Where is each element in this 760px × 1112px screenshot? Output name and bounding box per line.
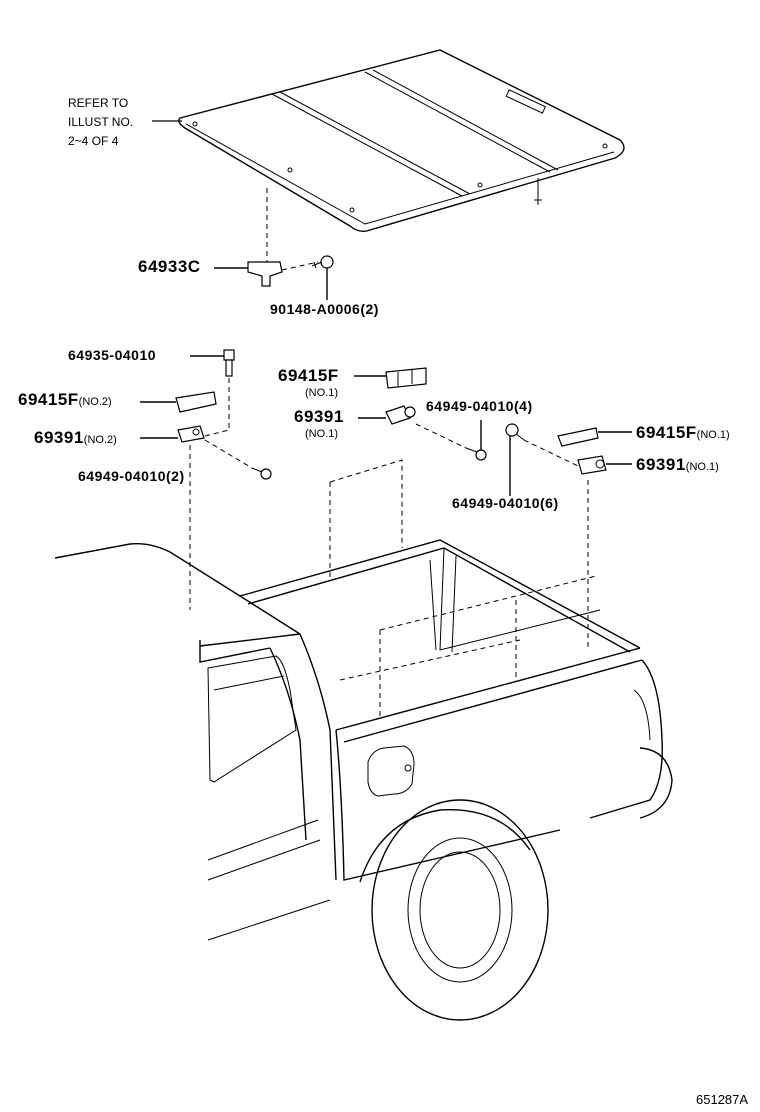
- label-69391-no2[interactable]: 69391(NO.2): [34, 428, 117, 448]
- part-64933C-bracket: [247, 261, 283, 287]
- label-69391-center-sub: (NO.1): [305, 428, 338, 440]
- pickup-truck-illustration: [54, 539, 673, 1021]
- label-69391-right[interactable]: 69391(NO.1): [636, 455, 719, 475]
- label-69391-no2-sub: (NO.2): [83, 434, 117, 446]
- part-69415F-center-plate: [385, 367, 427, 389]
- label-69415F-right[interactable]: 69415F(NO.1): [636, 423, 730, 443]
- label-69391-center[interactable]: 69391: [294, 407, 344, 426]
- part-64935-bolt: [223, 349, 235, 377]
- label-69415F-no2-number: 69415F: [18, 390, 79, 409]
- part-69391-no2-hinge: [177, 425, 205, 443]
- label-69391-right-sub: (NO.1): [685, 461, 719, 473]
- label-69415F-no2-sub: (NO.2): [78, 396, 112, 408]
- label-64935-04010[interactable]: 64935-04010: [68, 347, 157, 363]
- label-69415F-right-number: 69415F: [636, 423, 697, 442]
- label-64949-04010-2[interactable]: 64949-04010(2): [78, 468, 185, 484]
- part-64949-screw-6: [505, 423, 525, 441]
- label-69415F-center-sub: (NO.1): [305, 387, 338, 399]
- tonneau-cover: [178, 49, 625, 233]
- figure-id: 651287A: [696, 1092, 749, 1107]
- label-64949-04010-4[interactable]: 64949-04010(4): [426, 398, 533, 414]
- refer-note-line1: REFER TO: [68, 96, 129, 110]
- part-69391-center-hinge: [385, 405, 416, 425]
- label-69415F-right-sub: (NO.1): [696, 429, 730, 441]
- part-64949-screw-2: [251, 467, 272, 480]
- part-90148-screw: [311, 255, 334, 269]
- part-69415F-right-plate: [557, 427, 599, 447]
- refer-note-line3: 2~4 OF 4: [68, 134, 119, 148]
- label-90148-A0006[interactable]: 90148-A0006(2): [270, 301, 379, 317]
- label-69415F-no2[interactable]: 69415F(NO.2): [18, 390, 112, 410]
- label-69415F-center[interactable]: 69415F: [278, 366, 339, 385]
- label-69391-no2-number: 69391: [34, 428, 84, 447]
- part-64949-screw-4: [465, 447, 487, 461]
- refer-note: REFER TO ILLUST NO. 2~4 OF 4: [68, 94, 133, 151]
- part-69391-right-hinge: [577, 455, 607, 475]
- label-64933C[interactable]: 64933C: [138, 257, 201, 276]
- label-64949-04010-6[interactable]: 64949-04010(6): [452, 495, 559, 511]
- part-69415F-no2-plate: [175, 391, 217, 413]
- refer-note-line2: ILLUST NO.: [68, 115, 134, 129]
- label-69391-right-number: 69391: [636, 455, 686, 474]
